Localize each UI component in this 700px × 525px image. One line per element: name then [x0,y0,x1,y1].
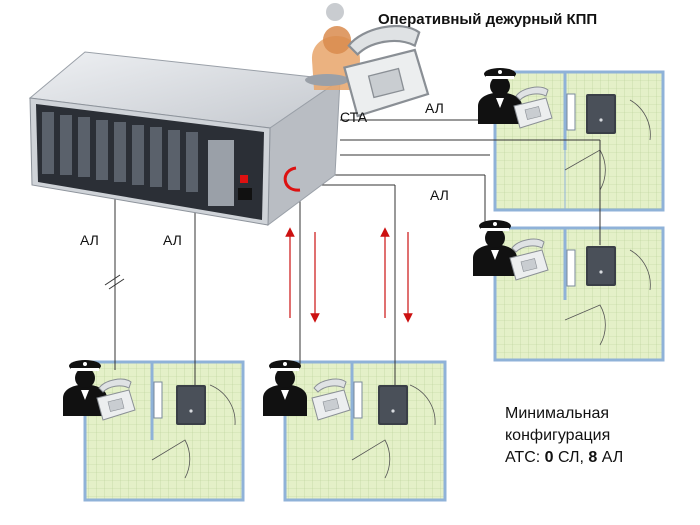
ext-count: 8 [588,449,597,466]
operator-phone-icon [343,24,430,118]
signal-arrows [285,227,413,323]
sta-label: СТА [340,109,368,125]
diagram-title: Оперативный дежурный КПП [378,11,597,28]
al-label-middle: АЛ [163,232,182,248]
note-prefix: АТС: [505,449,545,466]
ext-unit: АЛ [597,449,623,466]
note-line-2: конфигурация [505,427,610,444]
floor-plan-bottom-left [83,360,245,502]
al-label-left: АЛ [80,232,99,248]
al-label-right: АЛ [430,187,449,203]
pbx-unit-icon [28,51,342,227]
trunk-unit: СЛ, [554,449,589,466]
al-label-top-right: АЛ [425,100,444,116]
note-line-1: Минимальная [505,405,609,422]
floor-plan-right-bottom [493,226,665,362]
connection-lines [104,100,601,395]
floor-plan-bottom-middle [283,360,447,502]
trunk-count: 0 [545,449,554,466]
configuration-note: Минимальная конфигурация АТС: 0 СЛ, 8 АЛ [505,405,623,466]
note-line-3: АТС: 0 СЛ, 8 АЛ [505,449,623,466]
